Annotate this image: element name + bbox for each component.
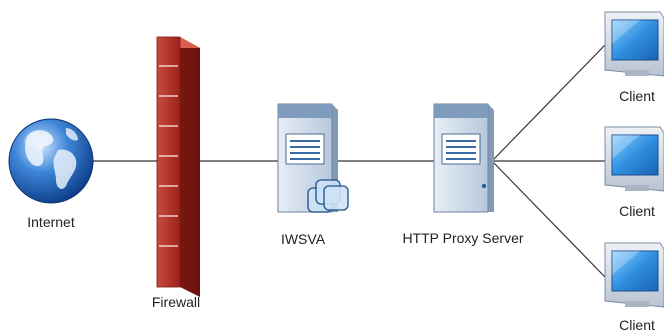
client-node: Client (604, 11, 664, 104)
product-logo-icon (307, 179, 349, 213)
iwsva-label: IWSVA (281, 231, 326, 247)
globe-icon (8, 118, 94, 204)
server-icon (433, 103, 494, 213)
internet-node: Internet (8, 118, 94, 230)
connections (92, 44, 606, 278)
iwsva-node: IWSVA (277, 103, 349, 247)
brick-wall-icon (156, 36, 200, 297)
client-label: Client (619, 88, 655, 104)
monitor-icon (604, 126, 664, 192)
client-node: Client (604, 126, 664, 219)
internet-label: Internet (27, 214, 75, 230)
monitor-icon (604, 242, 664, 308)
monitor-icon (604, 11, 664, 77)
client-label: Client (619, 317, 655, 333)
proxy-label: HTTP Proxy Server (402, 230, 523, 246)
firewall-node: Firewall (152, 36, 200, 310)
client-node: Client (604, 242, 664, 333)
link-proxy-client-3 (491, 160, 606, 278)
link-proxy-client-1 (491, 44, 606, 162)
firewall-label: Firewall (152, 294, 200, 310)
client-label: Client (619, 203, 655, 219)
proxy-node: HTTP Proxy Server (402, 103, 524, 246)
